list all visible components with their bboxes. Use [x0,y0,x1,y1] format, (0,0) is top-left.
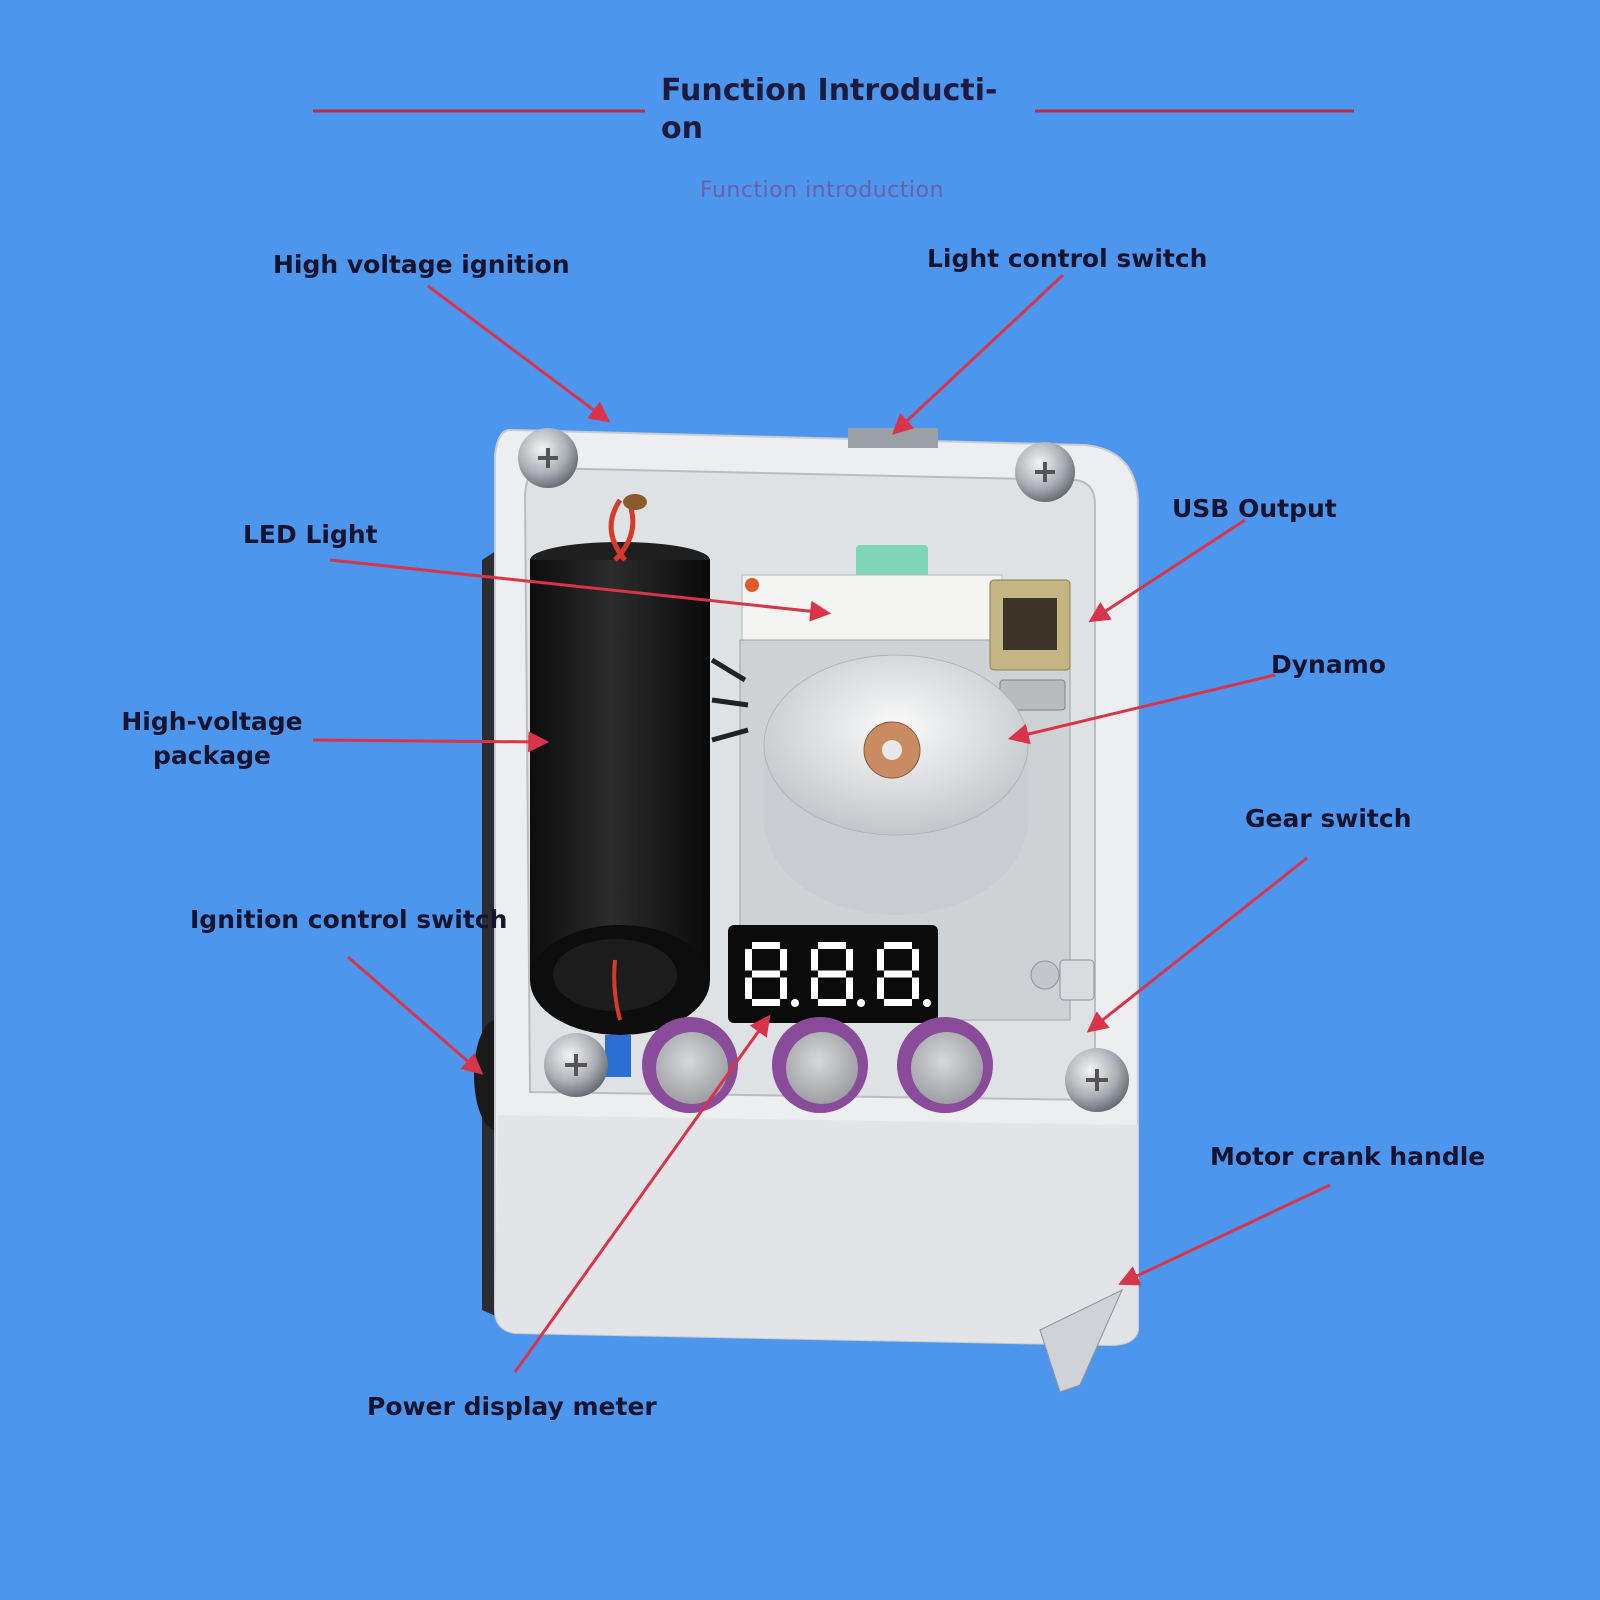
arrow-high-voltage-package [312,731,550,753]
label-high-voltage-package: High-voltage package [121,707,303,770]
display-segment [818,970,846,978]
arrow-usb-output [1088,518,1246,623]
display-decimal-point [923,999,931,1007]
hv-wire-connector [623,494,647,510]
gear-switch-knob [1030,960,1060,990]
label-gear-switch: Gear switch [1245,804,1412,833]
label-high-voltage-ignition: High voltage ignition [273,250,570,279]
light-switch-tab [848,428,938,448]
label-power-display-meter: Power display meter [367,1392,657,1421]
capacitor-1-top [656,1032,728,1104]
label-dynamo: Dynamo [1271,650,1386,679]
hv-package [530,560,710,980]
page-subtitle: Function introduction [700,178,944,203]
arrow-ignition-control-switch [347,955,484,1075]
capacitor-3-top [911,1032,983,1104]
annotation-arrows [312,273,1331,1373]
dynamo-shaft [882,740,902,760]
arrow-light-control-switch [891,273,1065,435]
display-decimal-point [791,999,799,1007]
arrow-dynamo [1007,673,1276,745]
display-segment [811,949,818,971]
hv-wire-top [608,498,636,562]
arrow-high-voltage-ignition [427,284,611,423]
power-display-digits [745,942,931,1007]
display-segment [884,999,912,1006]
display-segment [877,949,884,971]
label-motor-crank-handle: Motor crank handle [1210,1142,1486,1171]
gear-switch [1059,959,1095,1001]
display-segment [818,999,846,1006]
usb-port-slot [1003,598,1057,650]
capacitor-2-top [786,1032,858,1104]
display-segment [752,942,780,949]
display-segment [912,949,919,971]
crank-handle [1039,1288,1124,1393]
hv-wire [612,959,622,1021]
label-light-control-switch: Light control switch [927,244,1208,273]
display-segment [745,977,752,999]
display-segment [780,949,787,971]
label-ignition-control-switch: Ignition control switch [190,905,508,934]
display-segment [846,949,853,971]
green-connector [856,545,928,583]
arrow-power-display-meter [513,1014,771,1373]
display-segment [912,977,919,999]
blue-potentiometer [605,1035,631,1077]
arrow-led-light [329,558,832,622]
display-decimal-point [857,999,865,1007]
led-indicator [745,578,759,592]
display-segment [818,942,846,949]
arrow-gear-switch [1086,856,1308,1033]
arrow-motor-crank-handle [1118,1183,1331,1286]
display-segment [752,999,780,1006]
capacitors [605,1017,993,1113]
display-segment [877,977,884,999]
display-segment [884,970,912,978]
page-title: Function Introducti- on [661,73,998,146]
enclosure-front [495,1115,1138,1345]
display-segment [745,949,752,971]
display-segment [780,977,787,999]
screws [518,428,1129,1112]
label-led-light: LED Light [243,520,378,549]
harness-wires [710,657,749,743]
display-segment [752,970,780,978]
display-segment [884,942,912,949]
display-segment [811,977,818,999]
label-usb-output: USB Output [1172,494,1337,523]
display-segment [846,977,853,999]
